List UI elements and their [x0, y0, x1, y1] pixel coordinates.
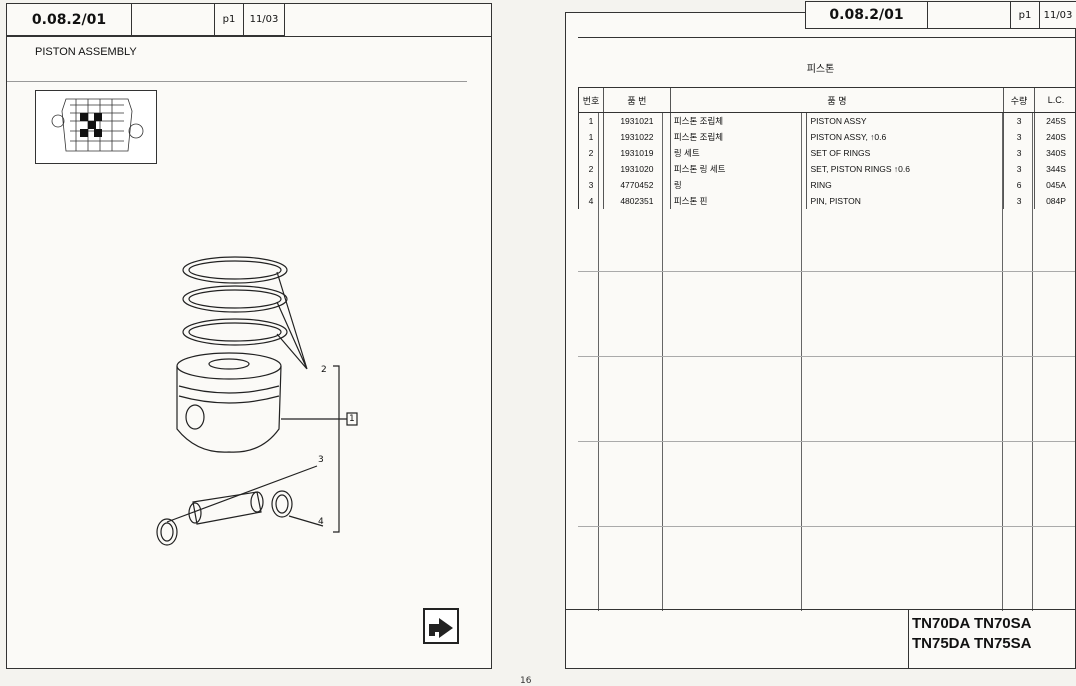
- col-lc-header: L.C.: [1035, 88, 1076, 113]
- footer-divider: [566, 609, 1075, 610]
- row-rule: [578, 356, 1075, 357]
- row-qty: 3: [1004, 129, 1035, 145]
- row-part: 1931019: [603, 145, 670, 161]
- row-qty: 3: [1004, 145, 1035, 161]
- column-rule: [1002, 113, 1003, 611]
- row-desc: PIN, PISTON: [807, 193, 1004, 209]
- col-no-header: 번호: [579, 88, 604, 113]
- row-lc: 240S: [1035, 129, 1076, 145]
- right-page: 0.08.2/01 p1 11/03 피스톤 번호 품 번 품 명 수량 L.C…: [565, 12, 1076, 669]
- row-desc: PISTON ASSY: [807, 113, 1004, 130]
- row-part: 1931021: [603, 113, 670, 130]
- page-ref: p1: [1010, 1, 1040, 29]
- page-number: 16: [520, 676, 531, 686]
- table-header-row: 번호 품 번 품 명 수량 L.C.: [579, 88, 1076, 113]
- row-rule: [578, 271, 1075, 272]
- piston-exploded-diagram: [7, 4, 493, 670]
- col-name-header: 품 명: [670, 88, 1003, 113]
- row-no: 4: [579, 193, 604, 209]
- callout-3: 3: [318, 455, 324, 465]
- row-qty: 6: [1004, 177, 1035, 193]
- row-part: 1931020: [603, 161, 670, 177]
- model-line-1: TN70DA TN70SA: [912, 614, 1031, 634]
- row-kor-name: 피스톤 조립체: [670, 113, 807, 130]
- col-part-header: 품 번: [603, 88, 670, 113]
- model-line-2: TN75DA TN75SA: [912, 634, 1031, 654]
- row-lc: 344S: [1035, 161, 1076, 177]
- row-qty: 3: [1004, 193, 1035, 209]
- row-lc: 245S: [1035, 113, 1076, 130]
- header-blank-cell: [927, 1, 1011, 29]
- col-qty-header: 수량: [1004, 88, 1035, 113]
- row-part: 4802351: [603, 193, 670, 209]
- row-lc: 340S: [1035, 145, 1076, 161]
- row-lc: 084P: [1035, 193, 1076, 209]
- row-no: 2: [579, 145, 604, 161]
- return-arrow-icon-glyph: [425, 610, 457, 642]
- callout-4: 4: [318, 517, 324, 527]
- row-rule: [578, 441, 1075, 442]
- left-page: 0.08.2/01 p1 11/03 PISTON ASSEMBLY: [6, 3, 492, 669]
- model-list: TN70DA TN70SA TN75DA TN75SA: [912, 614, 1031, 654]
- row-lc: 045A: [1035, 177, 1076, 193]
- row-part: 4770452: [603, 177, 670, 193]
- header-divider: [578, 37, 1075, 38]
- row-no: 1: [579, 113, 604, 130]
- row-desc: PISTON ASSY, ↑0.6: [807, 129, 1004, 145]
- return-arrow-icon[interactable]: [423, 608, 459, 644]
- row-qty: 3: [1004, 113, 1035, 130]
- row-rule: [578, 526, 1075, 527]
- section-code: 0.08.2/01: [805, 1, 928, 29]
- row-kor-name: 링 세트: [670, 145, 807, 161]
- column-rule: [1032, 113, 1033, 611]
- callout-2: 2: [321, 365, 327, 375]
- callout-1: 1: [349, 414, 355, 424]
- row-part: 1931022: [603, 129, 670, 145]
- column-rule: [662, 113, 663, 611]
- date-ref: 11/03: [1039, 1, 1076, 29]
- row-kor-name: 링: [670, 177, 807, 193]
- row-no: 1: [579, 129, 604, 145]
- column-rule: [801, 113, 802, 611]
- row-kor-name: 피스톤 링 세트: [670, 161, 807, 177]
- row-kor-name: 피스톤 조립체: [670, 129, 807, 145]
- row-desc: SET OF RINGS: [807, 145, 1004, 161]
- row-qty: 3: [1004, 161, 1035, 177]
- column-rule: [598, 113, 599, 611]
- row-desc: SET, PISTON RINGS ↑0.6: [807, 161, 1004, 177]
- page-title: 피스톤: [566, 60, 1075, 75]
- footer-column-divider: [908, 609, 909, 669]
- row-no: 3: [579, 177, 604, 193]
- row-no: 2: [579, 161, 604, 177]
- row-desc: RING: [807, 177, 1004, 193]
- row-kor-name: 피스톤 핀: [670, 193, 807, 209]
